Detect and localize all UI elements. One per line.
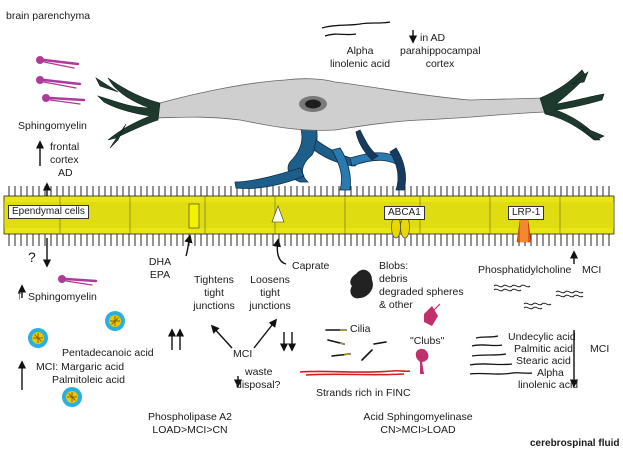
sphingomyelin-bottom-label: Sphingomyelin [28, 291, 97, 303]
brain-parenchyma-label: brain parenchyma [6, 10, 91, 22]
micelle-icon [28, 311, 125, 407]
stearic-label: Stearic acid [516, 355, 571, 367]
mci-right-label: MCI [590, 343, 610, 355]
caprate-label: Caprate [292, 260, 330, 272]
blob-debris-icon [350, 269, 373, 299]
strands-label: Strands rich in FINC [316, 387, 411, 399]
alpha-right-label-2: linolenic acid [518, 379, 579, 391]
phosphatidylcholine-label: Phosphatidylcholine [478, 264, 572, 276]
palmitic-label: Palmitic acid [514, 343, 573, 355]
waste-label-1: waste [245, 366, 273, 378]
acid-sphingo-label-2: CN>MCI>LOAD [380, 424, 456, 436]
ad-label: AD [58, 167, 73, 179]
blobs-label-3: degraded spheres [379, 286, 464, 298]
sphingomyelin-bottom-icon [58, 275, 98, 286]
loosens-label-2: tight [260, 287, 280, 299]
club-body-icon [415, 303, 441, 374]
abca1-transporter-icon [391, 215, 410, 239]
in-ad-label-3: cortex [425, 58, 455, 70]
frontal-label: frontal [50, 141, 80, 153]
sphingomyelin-top-icon [36, 56, 86, 105]
alpha-top-label-1: Alpha [346, 45, 374, 57]
tightens-label-3: junctions [193, 300, 235, 312]
epa-label: EPA [149, 269, 171, 281]
cortex-label: cortex [50, 154, 79, 166]
cilia-fragment-tips-icon [339, 329, 351, 356]
waste-label-2: disposal? [236, 379, 281, 391]
blobs-label-4: & other [379, 299, 413, 311]
alpha-right-label-1: Alpha [537, 367, 564, 379]
blobs-label-2: debris [379, 273, 408, 285]
cerebrospinal-fluid-label: cerebrospinal fluid [530, 438, 620, 449]
in-ad-label-2: parahippocampal [400, 45, 481, 57]
mci-margaric-label: MCI: Margaric acid [36, 361, 125, 373]
neuron-cell-icon [95, 69, 605, 149]
tightens-label-2: tight [204, 287, 224, 299]
in-ad-label-1: in AD [420, 32, 446, 44]
astrocyte-endfeet-icon [234, 125, 406, 191]
lrp1-label: LRP-1 [508, 206, 545, 220]
abca1-label: ABCA1 [384, 206, 425, 220]
pentadecanoic-label: Pentadecanoic acid [62, 347, 154, 359]
palmitoleic-label: Palmitoleic acid [52, 374, 125, 386]
phospholipase-label-2: LOAD>MCI>CN [152, 424, 228, 436]
arrows [17, 30, 579, 390]
alpha-top-label-2: linolenic acid [329, 58, 391, 70]
clubs-label: "Clubs" [410, 335, 445, 347]
undecylic-label: Undecylic acid [508, 331, 576, 343]
sphingomyelin-top-label: Sphingomyelin [18, 120, 87, 132]
phospholipase-label-1: Phospholipase A2 [147, 411, 233, 423]
loosens-label-3: junctions [249, 300, 291, 312]
cilia-label: Cilia [350, 323, 371, 335]
mci-pc-label: MCI [582, 264, 602, 276]
ependymal-cells-label: Ependymal cells [8, 205, 89, 219]
tightens-label-1: Tightens [194, 274, 234, 286]
loosens-label-1: Loosens [250, 274, 290, 286]
fatty-acid-chain-icon [321, 21, 533, 375]
phosphatidylcholine-icon [493, 284, 584, 310]
acid-sphingo-label-1: Acid Sphingomyelinase [363, 411, 473, 423]
up-arrow-glyph: ↑ [16, 287, 23, 302]
mci-center-label: MCI [233, 348, 253, 360]
fibronectin-strand-icon [299, 369, 411, 376]
question-mark: ? [28, 249, 36, 265]
blobs-label-1: Blobs: [379, 260, 409, 272]
dha-label: DHA [148, 256, 172, 268]
